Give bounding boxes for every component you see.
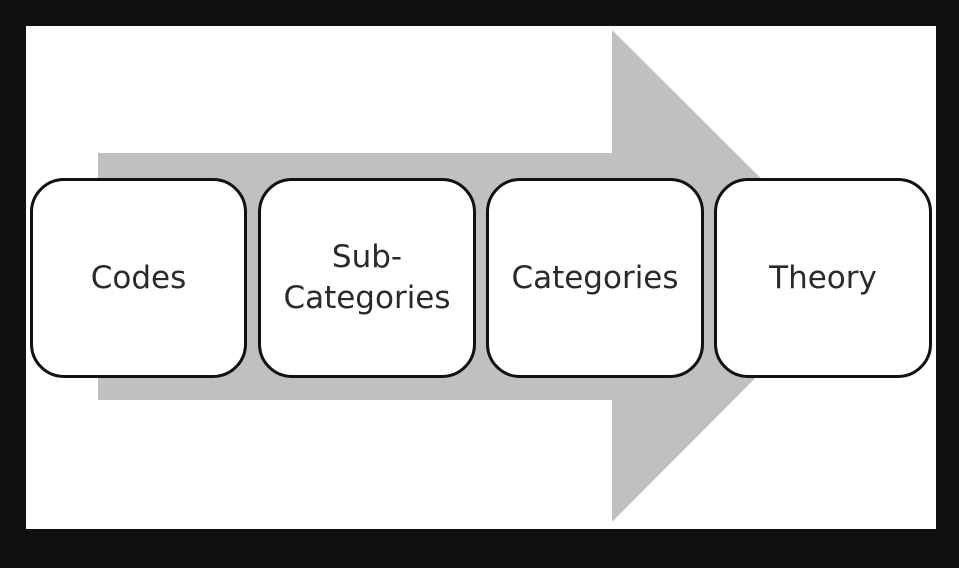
step-label-categories: Categories [511, 259, 679, 296]
step-box-theory: Theory [714, 178, 932, 378]
step-box-codes: Codes [30, 178, 247, 378]
step-box-categories: Categories [486, 178, 704, 378]
step-box-sub-categories: Sub- Categories [258, 178, 476, 378]
step-label-codes: Codes [90, 259, 187, 296]
step-label-theory: Theory [769, 259, 877, 296]
step-label-sub-categories: Sub- Categories [283, 239, 451, 316]
arrow-shape [98, 30, 858, 522]
